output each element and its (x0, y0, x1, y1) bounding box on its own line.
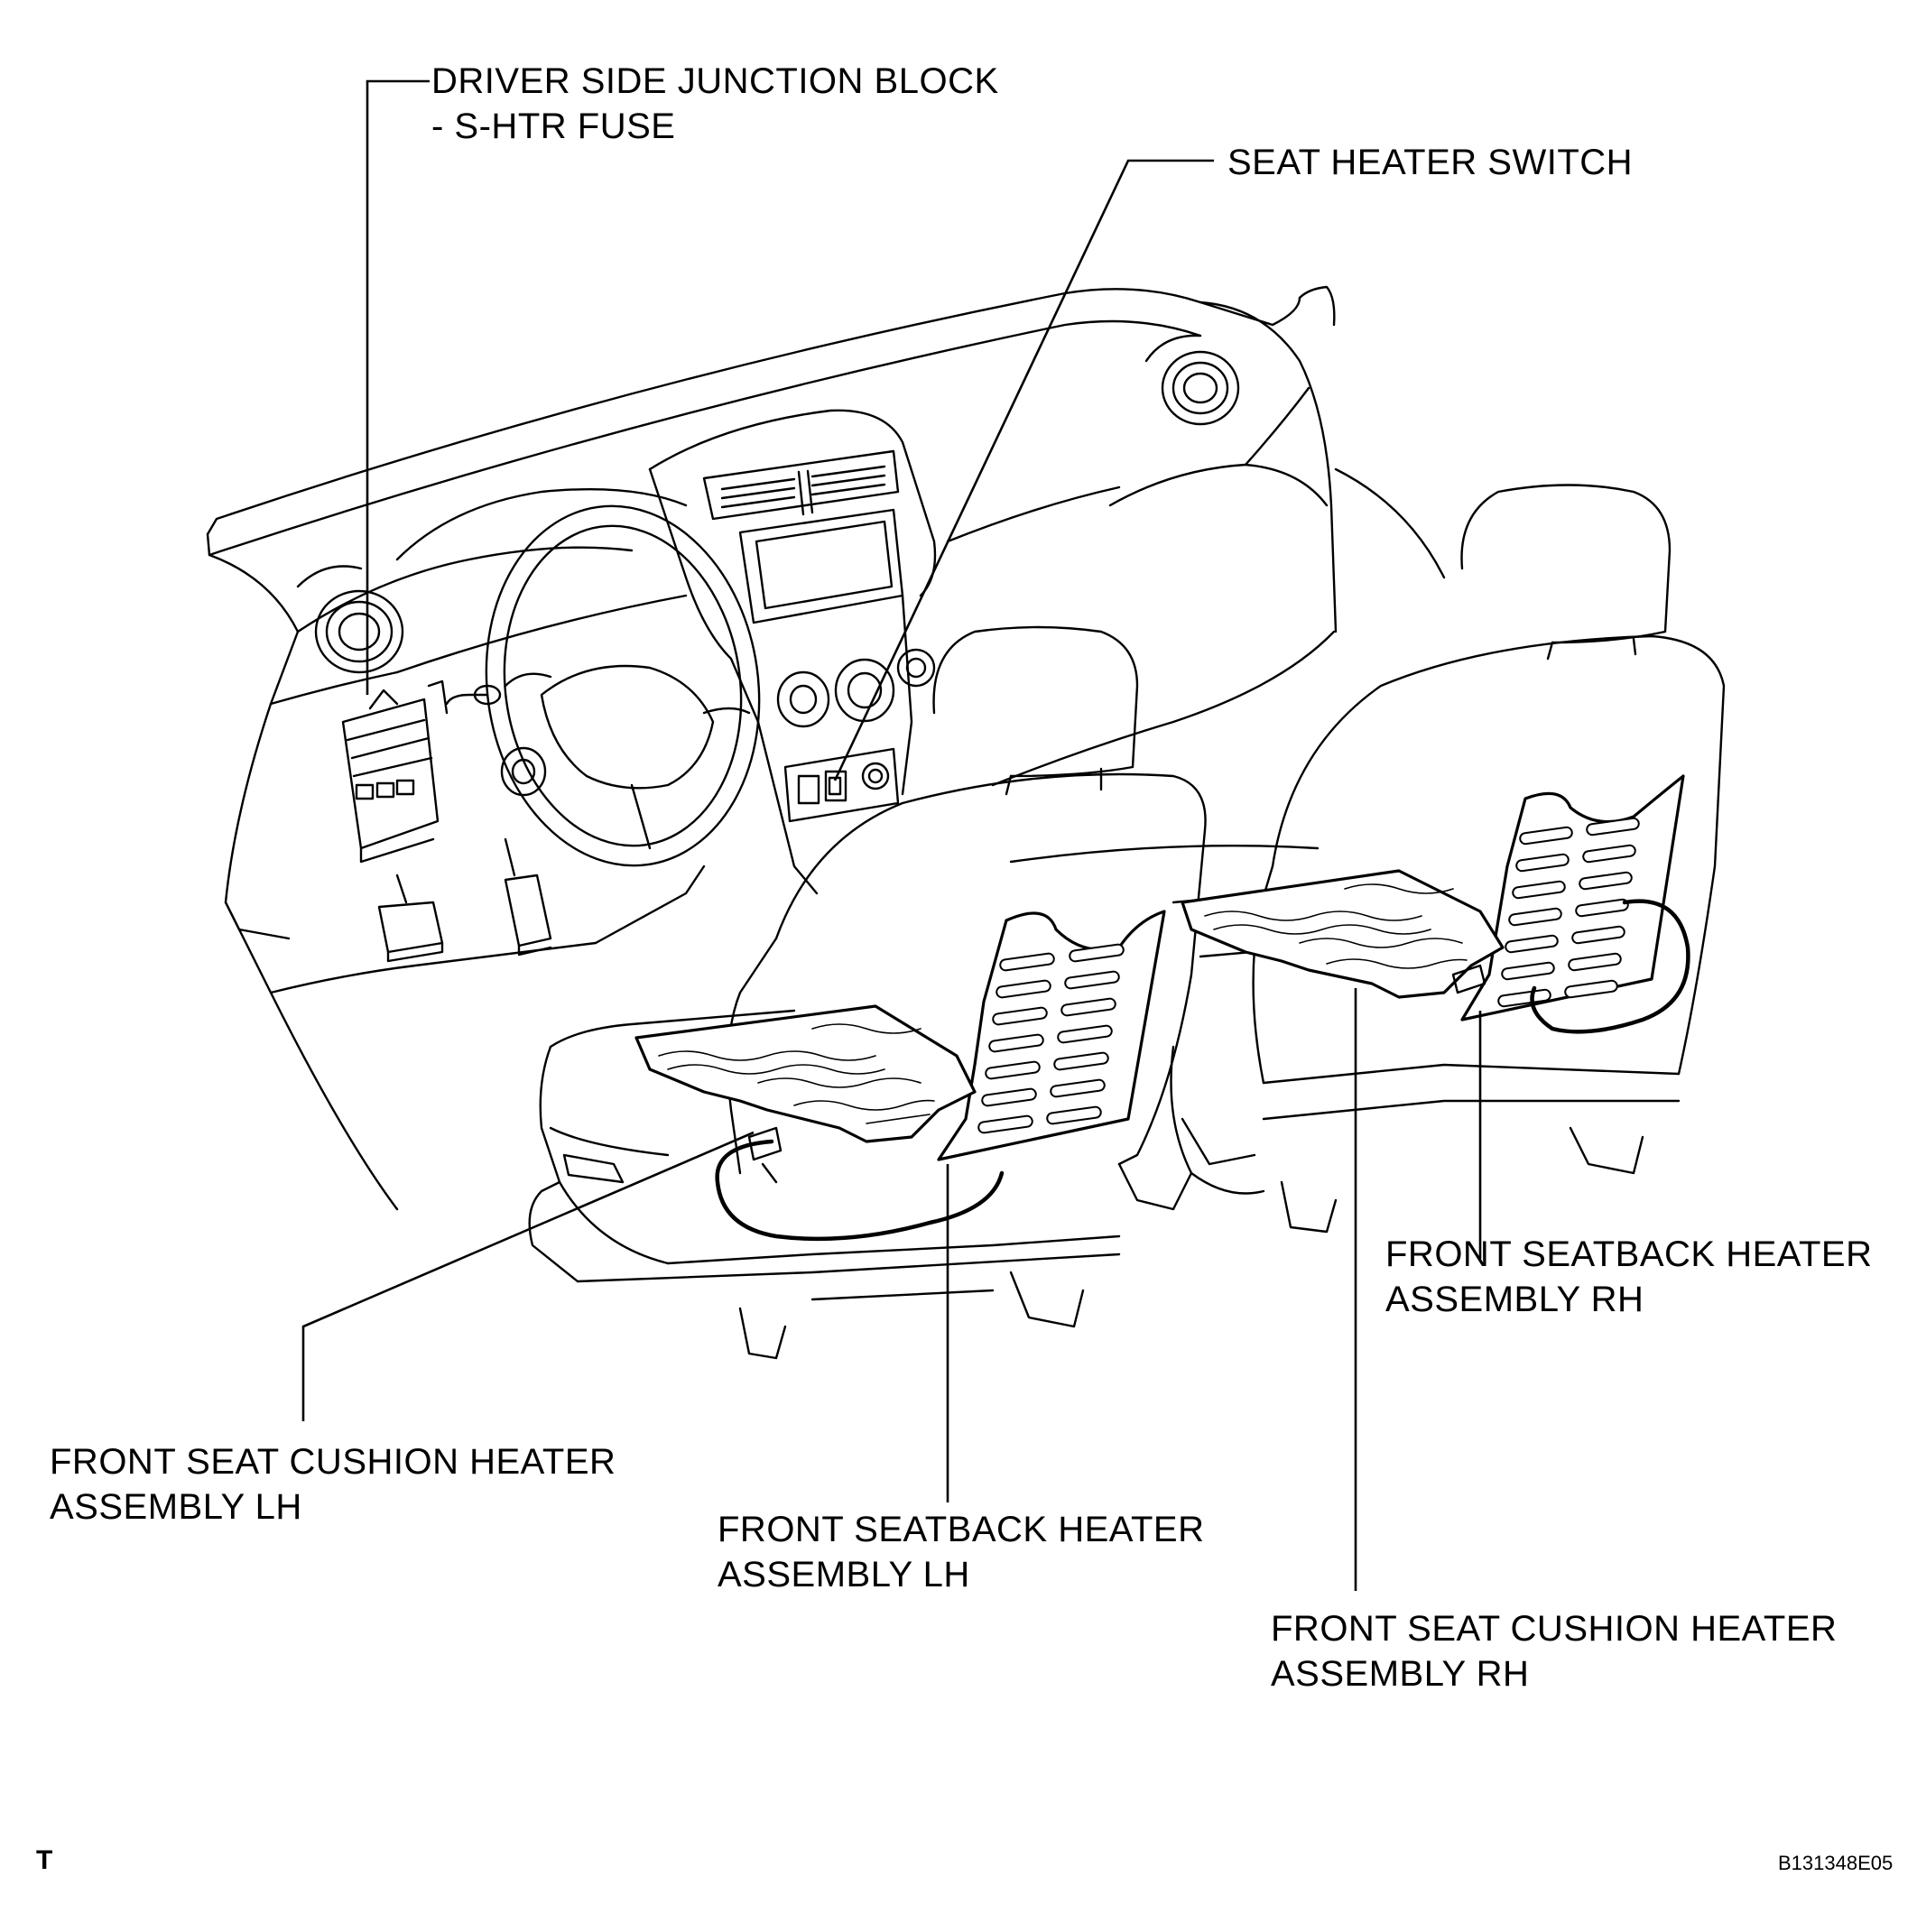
label-seatback-lh-line1: FRONT SEATBACK HEATER (718, 1510, 1205, 1549)
seatback-heater-rh-slots (1497, 817, 1640, 1008)
label-cushion-lh-line2: ASSEMBLY LH (50, 1487, 302, 1527)
pedals (377, 837, 552, 963)
instrument-panel (206, 285, 1446, 1211)
seatback-heater-lh-slots (977, 943, 1125, 1134)
left-seat (528, 625, 1207, 1360)
leader-seat-heater-switch (833, 159, 1214, 781)
junction-block (341, 679, 449, 864)
label-junction-block-line2: - S-HTR FUSE (431, 106, 676, 146)
cushion-heater-lh (634, 1004, 1005, 1242)
center-console (648, 409, 937, 895)
steering-wheel (445, 504, 761, 867)
floor (269, 844, 1320, 994)
label-seat-heater-switch: SEAT HEATER SWITCH (1227, 140, 1633, 185)
seatback-heater-rh (1460, 774, 1685, 1021)
label-junction-block: DRIVER SIDE JUNCTION BLOCK - S-HTR FUSE (431, 59, 999, 149)
seatback-heater-lh (937, 910, 1166, 1161)
right-seat (1170, 484, 1726, 1234)
leader-cushion-lh (301, 1131, 755, 1421)
corner-mark: T (36, 1845, 53, 1875)
label-seat-heater-switch-line1: SEAT HEATER SWITCH (1227, 143, 1634, 182)
label-seatback-lh: FRONT SEATBACK HEATER ASSEMBLY LH (718, 1507, 1204, 1597)
label-seatback-rh: FRONT SEATBACK HEATER ASSEMBLY RH (1385, 1232, 1872, 1322)
label-seatback-rh-line2: ASSEMBLY RH (1385, 1280, 1644, 1319)
label-junction-block-line1: DRIVER SIDE JUNCTION BLOCK (431, 61, 999, 101)
label-seatback-rh-line1: FRONT SEATBACK HEATER (1385, 1234, 1873, 1274)
label-cushion-lh-line1: FRONT SEAT CUSHION HEATER (50, 1442, 616, 1482)
label-cushion-rh-line2: ASSEMBLY RH (1271, 1654, 1530, 1694)
label-cushion-rh: FRONT SEAT CUSHION HEATER ASSEMBLY RH (1271, 1606, 1837, 1696)
cushion-heater-rh (1181, 869, 1690, 1034)
label-seatback-lh-line2: ASSEMBLY LH (718, 1555, 970, 1595)
label-cushion-rh-line1: FRONT SEAT CUSHION HEATER (1271, 1609, 1838, 1649)
figure-code: B131348E05 (1778, 1852, 1894, 1874)
label-cushion-lh: FRONT SEAT CUSHION HEATER ASSEMBLY LH (50, 1439, 616, 1530)
leader-junction-block (366, 79, 430, 695)
leader-lines (301, 79, 1482, 1591)
